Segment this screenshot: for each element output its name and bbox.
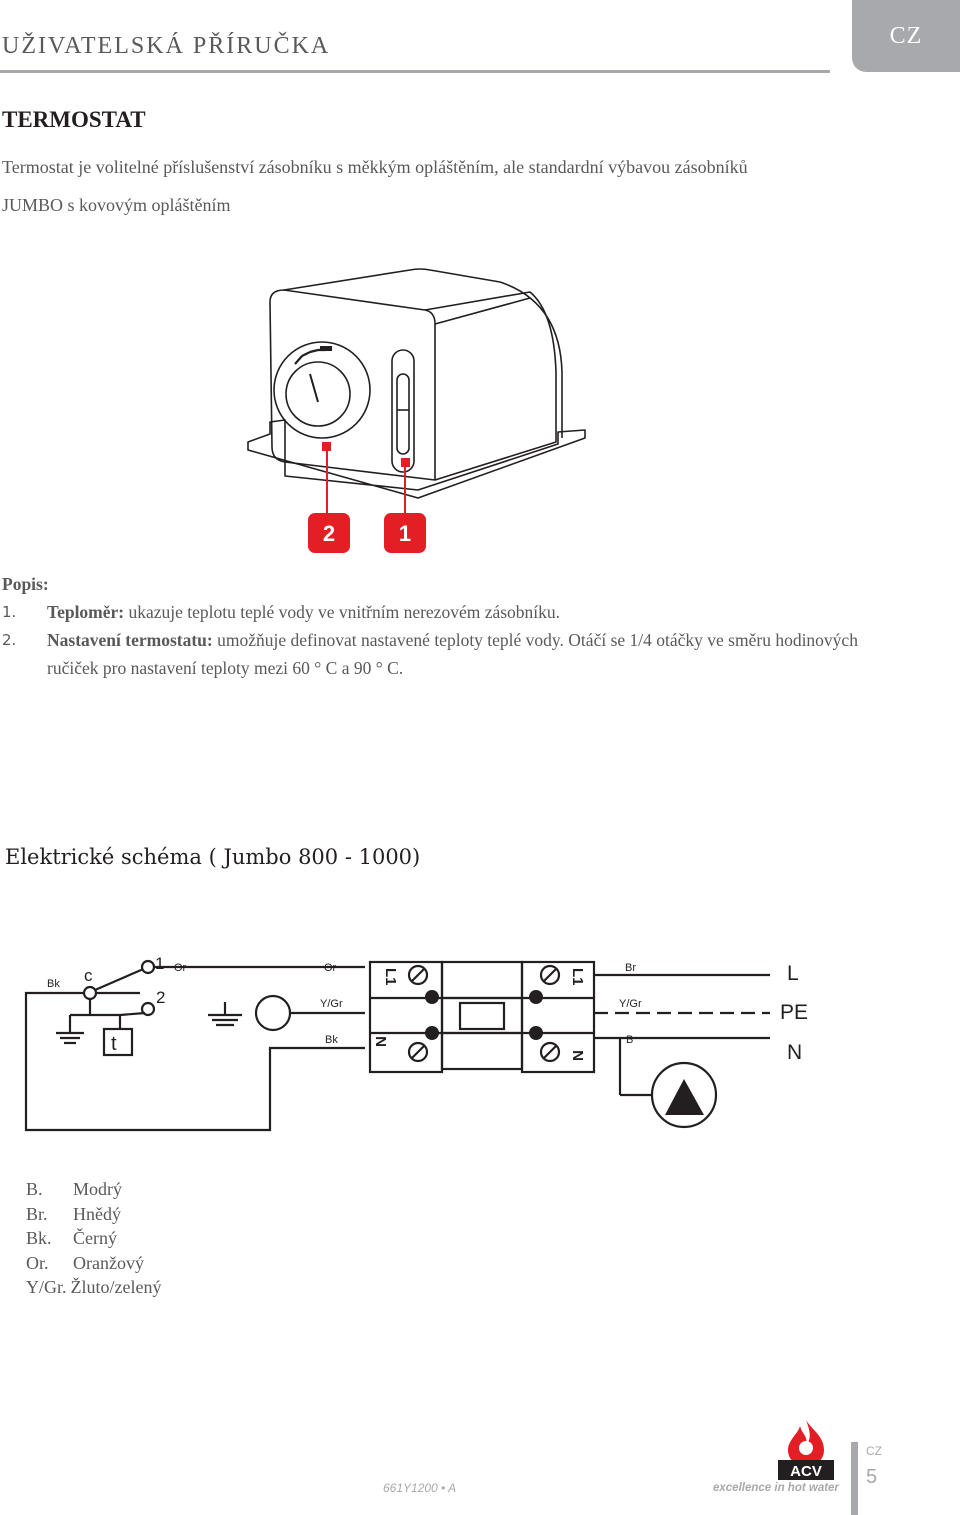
- label-or-mid: Or: [324, 962, 337, 974]
- header-title: UŽIVATELSKÁ PŘÍRUČKA: [2, 33, 331, 59]
- svg-text:2: 2: [323, 521, 335, 546]
- schema-title: Elektrické schéma ( Jumbo 800 - 1000): [5, 845, 421, 869]
- label-n-a: N: [373, 1036, 390, 1047]
- label-PE: PE: [780, 1001, 808, 1024]
- label-b: B: [626, 1034, 633, 1046]
- label-L: L: [787, 962, 799, 985]
- label-l1-a: L1: [382, 968, 399, 986]
- item-text: umožňuje definovat nastavené teploty tep…: [47, 630, 858, 678]
- item-number: 1.: [2, 603, 17, 621]
- language-tab: CZ: [852, 0, 960, 72]
- item-text: ukazuje teplotu teplé vody ve vnitřním n…: [124, 602, 561, 622]
- housing-top: [283, 268, 563, 438]
- label-t: t: [111, 1033, 117, 1055]
- legend-row: Br.Hnědý: [26, 1203, 121, 1224]
- svg-text:1: 1: [399, 521, 411, 546]
- item-term: Teploměr:: [47, 602, 125, 622]
- label-br: Br: [625, 962, 636, 974]
- document-code: 661Y1200 • A: [383, 1481, 457, 1495]
- legend-row: B.Modrý: [26, 1179, 122, 1199]
- wiring-diagram: Bk c 1 Or 2 t Or Y/Gr Bk L1 N L1 N Br Y/…: [24, 954, 808, 1132]
- legend-row: Or.Oranžový: [26, 1252, 144, 1273]
- item-number: 2.: [2, 631, 17, 649]
- label-l1-b: L1: [569, 968, 586, 986]
- label-ygr-right: Y/Gr: [619, 998, 642, 1010]
- acv-logo: ACV: [778, 1420, 834, 1480]
- label-ygr-mid: Y/Gr: [320, 998, 343, 1010]
- base-plate: [247, 419, 586, 499]
- label-two: 2: [156, 988, 165, 1007]
- page-number: 5: [866, 1466, 878, 1488]
- footer-divider: [851, 1442, 858, 1515]
- label-one: 1: [155, 954, 164, 973]
- color-legend: B.Modrý Br.Hnědý Bk.Černý Or.Oranžový Y/…: [26, 1177, 161, 1300]
- description-item-1: 1. Teploměr: ukazuje teplotu teplé vody …: [2, 598, 902, 626]
- callout-2: 2: [308, 513, 350, 553]
- label-N: N: [787, 1041, 802, 1064]
- label-n-b: N: [570, 1050, 587, 1061]
- legend-row: Y/Gr.Žluto/zelený: [26, 1277, 162, 1297]
- housing-front: [269, 289, 436, 481]
- callout-1: 1: [384, 513, 426, 553]
- label-c: c: [84, 966, 93, 985]
- intro-paragraph: Termostat je volitelné příslušenství zás…: [2, 157, 748, 215]
- section-title: TERMOSTAT: [2, 107, 146, 132]
- thermostat-illustration: 2 1: [247, 268, 586, 553]
- description-heading: Popis:: [2, 574, 49, 594]
- item-term: Nastavení termostatu:: [47, 630, 213, 650]
- label-or-left: Or: [174, 962, 187, 974]
- header-divider: [0, 70, 830, 73]
- label-bk-mid: Bk: [325, 1034, 338, 1046]
- label-bk-left: Bk: [47, 978, 60, 990]
- svg-text:ACV: ACV: [790, 1463, 822, 1480]
- legend-row: Bk.Černý: [26, 1228, 117, 1248]
- footer-language: CZ: [866, 1444, 882, 1458]
- brand-tagline: excellence in hot water: [713, 1482, 839, 1494]
- description-list: Popis: 1. Teploměr: ukazuje teplotu tepl…: [2, 570, 902, 682]
- description-item-2: 2. Nastavení termostatu: umožňuje defino…: [2, 626, 902, 682]
